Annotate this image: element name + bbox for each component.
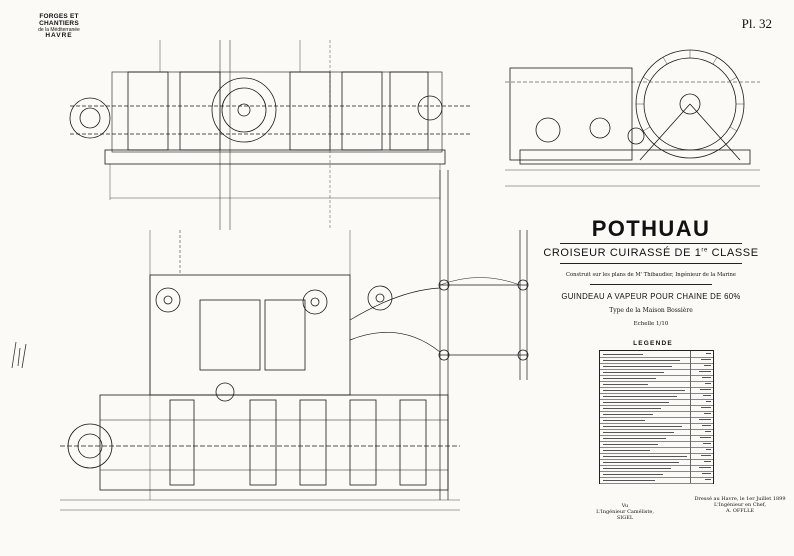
signature-right-date: Dressé au Havre, le 1er Juillet 1899 xyxy=(694,496,786,502)
legend-row xyxy=(600,411,713,418)
legend-row-value xyxy=(697,460,711,464)
legend-row xyxy=(600,453,713,460)
legend-row xyxy=(600,363,713,370)
legend-row-label xyxy=(600,411,691,417)
legend-row xyxy=(600,423,713,430)
legend-row-label xyxy=(600,375,691,381)
scale-line: Echelle 1/10 xyxy=(633,321,669,327)
company-stamp: FORGES ET CHANTIERS de la Méditerranée H… xyxy=(22,13,96,40)
legend-row-value xyxy=(697,430,711,434)
maker-line: Type de la Maison Bossière xyxy=(609,307,693,314)
legend-row-value xyxy=(697,412,711,416)
company-city: HAVRE xyxy=(45,31,73,39)
signature-left-name: SIGEL xyxy=(616,515,634,521)
legend-row xyxy=(600,351,713,358)
signature-right-title: L'Ingénieur en Chef, xyxy=(713,502,767,508)
legend-row-label xyxy=(600,435,691,441)
legend-row-label xyxy=(600,429,691,435)
legend-row-label xyxy=(600,423,691,429)
legend-row xyxy=(600,381,713,388)
legend-row-value xyxy=(697,454,711,458)
legend-row-value xyxy=(697,478,711,482)
signature-right-name: A. OFFLLE xyxy=(725,508,755,514)
legend-row xyxy=(600,465,713,472)
legend-row xyxy=(600,435,713,442)
ship-class-text: CROISEUR CUIRASSÉ DE 1 xyxy=(543,247,702,259)
legend-row-label xyxy=(600,405,691,411)
legend-row-label xyxy=(600,417,691,423)
machine-title: GUINDEAU A VAPEUR POUR CHAINE DE 60% xyxy=(561,292,741,301)
legend-row xyxy=(600,477,713,484)
ship-class-sup: re xyxy=(701,247,708,254)
legend-row-label xyxy=(600,441,691,447)
legend-row xyxy=(600,369,713,376)
ship-class-end: CLASSE xyxy=(707,247,759,259)
legend-row-value xyxy=(697,364,711,368)
title-rule xyxy=(560,243,742,244)
legend-row xyxy=(600,429,713,436)
legend-table xyxy=(599,350,714,484)
signature-left-vu: Vu xyxy=(621,503,629,509)
handwritten-annotation xyxy=(11,341,27,369)
ship-class: CROISEUR CUIRASSÉ DE 1re CLASSE xyxy=(540,247,762,259)
legend-row-value xyxy=(697,466,711,470)
note-rule xyxy=(590,284,712,285)
legend-row-label xyxy=(600,369,691,375)
legend-row-label xyxy=(600,453,691,459)
legend-row-value xyxy=(697,436,711,440)
legend-row-label xyxy=(600,357,691,363)
legend-row-label xyxy=(600,381,691,387)
legend-row-label xyxy=(600,471,691,477)
legend-row-value xyxy=(697,442,711,446)
legend-row-label xyxy=(600,399,691,405)
legend-row-value xyxy=(697,448,711,452)
legend-row-label xyxy=(600,477,691,483)
signature-right: Dressé au Havre, le 1er Juillet 1899 L'I… xyxy=(690,496,790,514)
legend-title: LEGENDE xyxy=(633,340,673,347)
signature-left-title: L'Ingénieur Caméliste, xyxy=(596,509,654,515)
legend-row xyxy=(600,399,713,406)
legend-row-value xyxy=(697,400,711,404)
legend-row-value xyxy=(697,406,711,410)
plate-number: Pl. 32 xyxy=(741,16,772,31)
legend-row-value xyxy=(697,358,711,362)
legend-row-value xyxy=(697,382,711,386)
legend-row xyxy=(600,393,713,400)
legend-row-label xyxy=(600,459,691,465)
legend-row-value xyxy=(697,388,711,392)
legend-row xyxy=(600,357,713,364)
legend-row-value xyxy=(697,352,711,356)
legend-row xyxy=(600,417,713,424)
designer-note: Construit sur les plans de M' Thibaudier… xyxy=(566,272,736,278)
legend-row-value xyxy=(697,394,711,398)
legend-row-value xyxy=(697,418,711,422)
signature-left: Vu L'Ingénieur Caméliste, SIGEL xyxy=(585,503,665,521)
legend-row-label xyxy=(600,393,691,399)
legend-row xyxy=(600,375,713,382)
legend-row-value xyxy=(697,472,711,476)
legend-row xyxy=(600,405,713,412)
legend-row-label xyxy=(600,447,691,453)
legend-row-label xyxy=(600,465,691,471)
legend-row-value xyxy=(697,376,711,380)
company-name: FORGES ET CHANTIERS xyxy=(39,13,79,27)
ship-name: POTHUAU xyxy=(591,216,711,241)
legend-row-value xyxy=(697,424,711,428)
subtitle-rule xyxy=(560,263,742,264)
legend-row xyxy=(600,471,713,478)
legend-row xyxy=(600,387,713,394)
company-subline: de la Méditerranée xyxy=(38,26,80,33)
legend-row-label xyxy=(600,351,691,357)
legend-row xyxy=(600,447,713,454)
legend-row xyxy=(600,459,713,466)
legend-row-value xyxy=(697,370,711,374)
legend-row xyxy=(600,441,713,448)
legend-row-label xyxy=(600,363,691,369)
legend-row-label xyxy=(600,387,691,393)
